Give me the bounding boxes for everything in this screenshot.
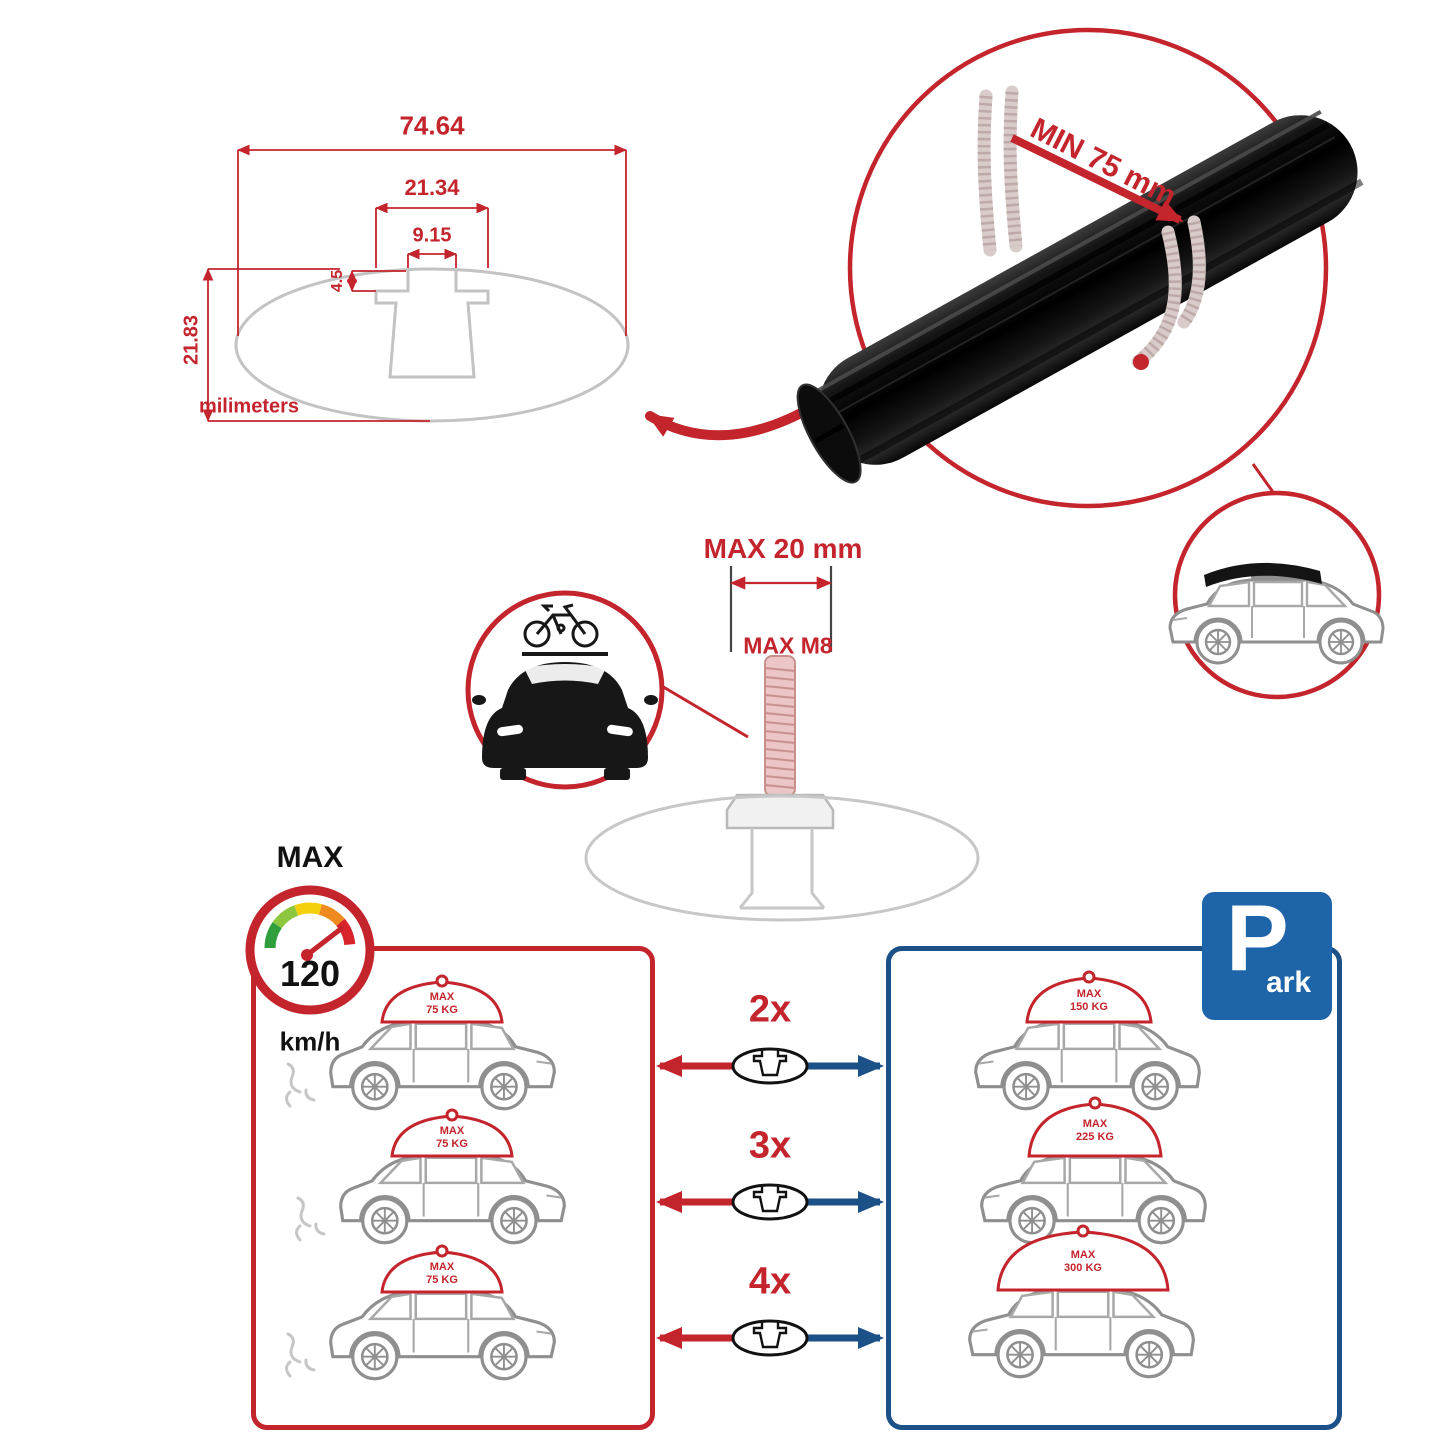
dim-inner-slot-width: 9.15 <box>412 224 452 247</box>
speed-unit: km/h <box>279 1026 341 1057</box>
bar-section-ghost <box>584 794 980 922</box>
bar-to-section-arrow <box>645 391 835 441</box>
cargo-label-blue-1: MAX 150 KG <box>1070 988 1108 1014</box>
parking-sign-letter: P <box>1226 885 1289 990</box>
cargo-max: MAX <box>429 990 455 1003</box>
cargo-weight: 225 KG <box>1076 1131 1114 1143</box>
detail-circle <box>847 27 1329 509</box>
bike-icon <box>523 603 599 648</box>
dim-slot-depth: 4.5 <box>329 269 346 293</box>
bolt-max-length-label: MAX 20 mm <box>703 533 863 564</box>
cargo-max: MAX <box>1070 1248 1096 1261</box>
cargo-max: MAX <box>439 1124 465 1137</box>
bike-circle-connector <box>659 683 749 739</box>
cargo-label-red-2: MAX 75 KG <box>436 1125 468 1151</box>
cargo-weight: 75 KG <box>426 1274 458 1286</box>
cargo-label-red-1: MAX 75 KG <box>426 991 458 1017</box>
bolt-max-thread-label: MAX M8 <box>743 632 833 659</box>
roofbox-icon <box>1204 562 1322 587</box>
bike-car-circle <box>465 590 749 790</box>
cargo-weight: 300 KG <box>1064 1262 1102 1274</box>
suv-with-roofbox <box>1168 575 1385 665</box>
cargo-label-red-3: MAX 75 KG <box>426 1261 458 1287</box>
parking-sign: P ark <box>1202 885 1332 1020</box>
cargo-max: MAX <box>1082 1117 1108 1130</box>
min-clamp-label: MIN 75 mm <box>1025 111 1182 214</box>
crossbar-render <box>796 27 1385 700</box>
cargo-weight: 150 KG <box>1070 1001 1108 1013</box>
dim-outer-slot-width: 21.34 <box>404 175 460 200</box>
cargo-weight: 75 KG <box>426 1004 458 1016</box>
multiplier-4x: 4x <box>748 1260 792 1303</box>
profile-channel <box>374 271 490 379</box>
bolt-thread <box>764 655 796 797</box>
cargo-max: MAX <box>1076 987 1102 1000</box>
roofbox-car-circle <box>1172 490 1382 700</box>
driving-load-panel <box>251 946 655 1430</box>
parked-load-panel <box>886 946 1342 1430</box>
multiplier-2x: 2x <box>748 988 792 1031</box>
cargo-label-blue-3: MAX 300 KG <box>1064 1249 1102 1275</box>
cargo-weight: 75 KG <box>436 1138 468 1150</box>
dim-total-width: 74.64 <box>399 110 465 141</box>
speed-max-label: MAX <box>276 841 344 874</box>
multiplier-rows <box>656 1047 884 1357</box>
bolt-flange <box>725 793 835 830</box>
bolt-diagram <box>584 566 980 922</box>
clamp-rod-rear <box>977 85 1023 257</box>
speed-value: 120 <box>279 953 341 994</box>
cargo-max: MAX <box>429 1260 455 1273</box>
circle-connector-line <box>1251 463 1292 517</box>
clamp-rod-front <box>1131 215 1206 370</box>
cargo-label-blue-2: MAX 225 KG <box>1076 1118 1114 1144</box>
multiplier-3x: 3x <box>748 1124 792 1167</box>
dim-unit-label: milimeters <box>198 395 300 418</box>
dim-total-height: 21.83 <box>180 314 203 366</box>
parking-sign-suffix: ark <box>1266 966 1312 999</box>
car-front-icon <box>472 662 658 780</box>
